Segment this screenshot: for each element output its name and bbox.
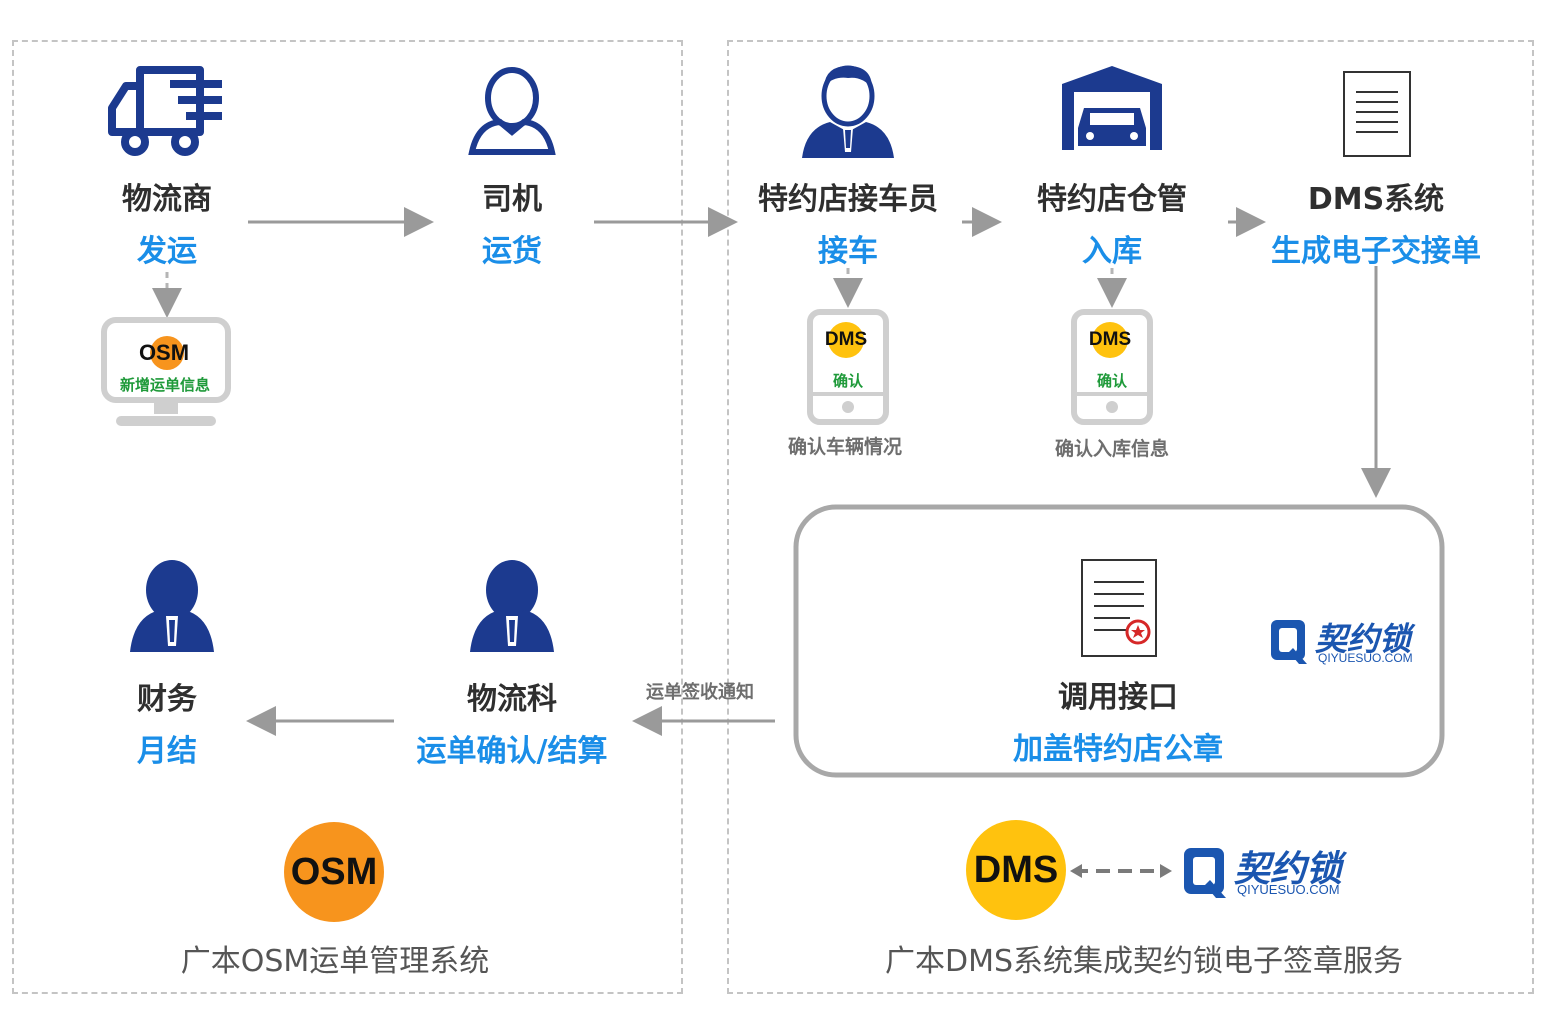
osm-badge-circle [150,336,184,370]
node-title-driver: 司机 [482,182,542,217]
monitor-caption: 新增运单信息 [119,376,211,394]
warehouse-icon [1062,66,1162,150]
node-action-pickup: 接车 [818,234,878,269]
truck-icon [108,66,222,156]
node-action-instock: 入库 [1082,234,1142,269]
node-title-dms-system: DMS系统 [1307,182,1445,217]
bottom-brand-name: 契约锁 [1234,849,1343,890]
node-title-logistics-provider: 物流商 [122,182,212,217]
driver-icon [468,67,556,155]
monitor-osm-badge: OSM [138,340,190,365]
box-brand-url: QIYUESUO.COM [1318,651,1413,665]
finance-person-icon [130,560,214,652]
node-title-warehouse-keeper: 特约店仓管 [1037,182,1187,217]
node-title-receptionist: 特约店接车员 [758,182,938,217]
phone-caption-instock: 确认入库信息 [1054,438,1170,460]
box-title-api: 调用接口 [1058,680,1178,715]
receptionist-icon [802,65,894,158]
phone-dms-badge: DMS [1089,322,1131,358]
osm-logo-badge: OSM [284,822,384,922]
node-action-confirm-settle: 运单确认/结算 [416,734,608,769]
node-title-logistics-dept: 物流科 [467,682,557,717]
phone-dms-badge: DMS [825,322,867,358]
document-icon [1343,71,1411,157]
notify-label: 运单签收通知 [646,682,754,703]
logistics-dept-person-icon [470,560,554,652]
node-action-dispatch: 发运 [137,234,197,269]
osm-footer-caption: 广本OSM运单管理系统 [180,944,490,979]
phone-caption-vehicle: 确认车辆情况 [787,436,903,458]
phone-confirm-label: 确认 [1096,372,1128,390]
dms-logo-badge: DMS [966,820,1066,920]
sealed-contract-icon [1081,559,1157,657]
box-brand-name: 契约锁 [1315,620,1412,658]
osm-panel [12,40,683,994]
dms-panel [727,40,1534,994]
qiyuesuo-logo-icon [1271,620,1307,664]
node-action-monthly-settlement: 月结 [137,734,197,769]
phone-confirm-label: 确认 [832,372,864,390]
node-action-generate-handover: 生成电子交接单 [1271,234,1481,269]
node-action-transport: 运货 [482,234,542,269]
dms-footer-caption: 广本DMS系统集成契约锁电子签章服务 [884,944,1404,979]
node-title-finance: 财务 [137,682,197,717]
bottom-brand-url: QIYUESUO.COM [1237,882,1340,897]
qiyuesuo-logo-icon [1184,848,1226,898]
box-action-seal: 加盖特约店公章 [1013,732,1223,767]
